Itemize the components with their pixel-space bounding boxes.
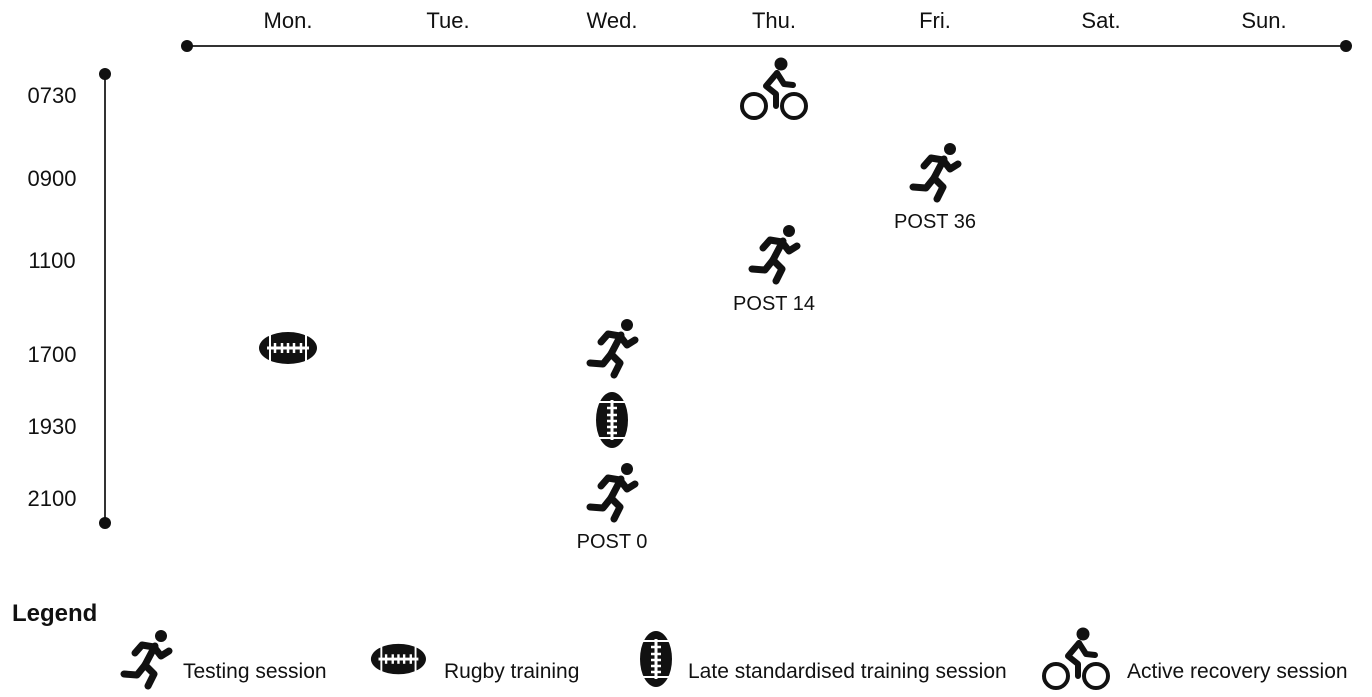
rugby-ball-vertical-icon — [637, 629, 675, 694]
runner-icon — [584, 461, 640, 528]
runner-icon — [118, 628, 174, 695]
runner-icon — [907, 141, 963, 208]
time-label: 0900 — [27, 166, 77, 191]
time-label: 0730 — [27, 83, 77, 108]
day-label: Sat. — [1081, 8, 1121, 33]
vertical-axis-start-dot — [99, 68, 111, 80]
rugby-ball-horizontal-icon — [257, 329, 319, 372]
horizontal-axis-end-dot — [1340, 40, 1352, 52]
day-label: Thu. — [751, 8, 797, 33]
day-label: Tue. — [426, 8, 470, 33]
day-label: Fri. — [919, 8, 951, 33]
legend-label: Testing session — [183, 660, 327, 683]
runner-icon — [584, 317, 640, 384]
day-label: Sun. — [1241, 8, 1287, 33]
time-label: 1930 — [27, 414, 77, 439]
legend-label: Active recovery session — [1127, 660, 1348, 683]
time-label: 1100 — [28, 248, 76, 273]
rugby-ball-vertical-icon — [593, 390, 631, 455]
runner-icon — [746, 223, 802, 290]
cyclist-icon — [1041, 626, 1111, 697]
rugby-ball-horizontal-icon — [369, 641, 428, 682]
vertical-axis-end-dot — [99, 517, 111, 529]
legend-label: Late standardised training session — [688, 660, 1007, 683]
time-label: 1700 — [27, 342, 77, 367]
post-label: POST 0 — [576, 531, 648, 553]
legend-title: Legend — [12, 600, 98, 627]
horizontal-axis-start-dot — [181, 40, 193, 52]
day-label: Mon. — [263, 8, 313, 33]
cyclist-icon — [739, 56, 809, 127]
post-label: POST 14 — [733, 293, 815, 315]
post-label: POST 36 — [894, 211, 976, 233]
time-label: 2100 — [27, 486, 77, 511]
legend-label: Rugby training — [444, 660, 580, 683]
day-label: Wed. — [586, 8, 638, 33]
